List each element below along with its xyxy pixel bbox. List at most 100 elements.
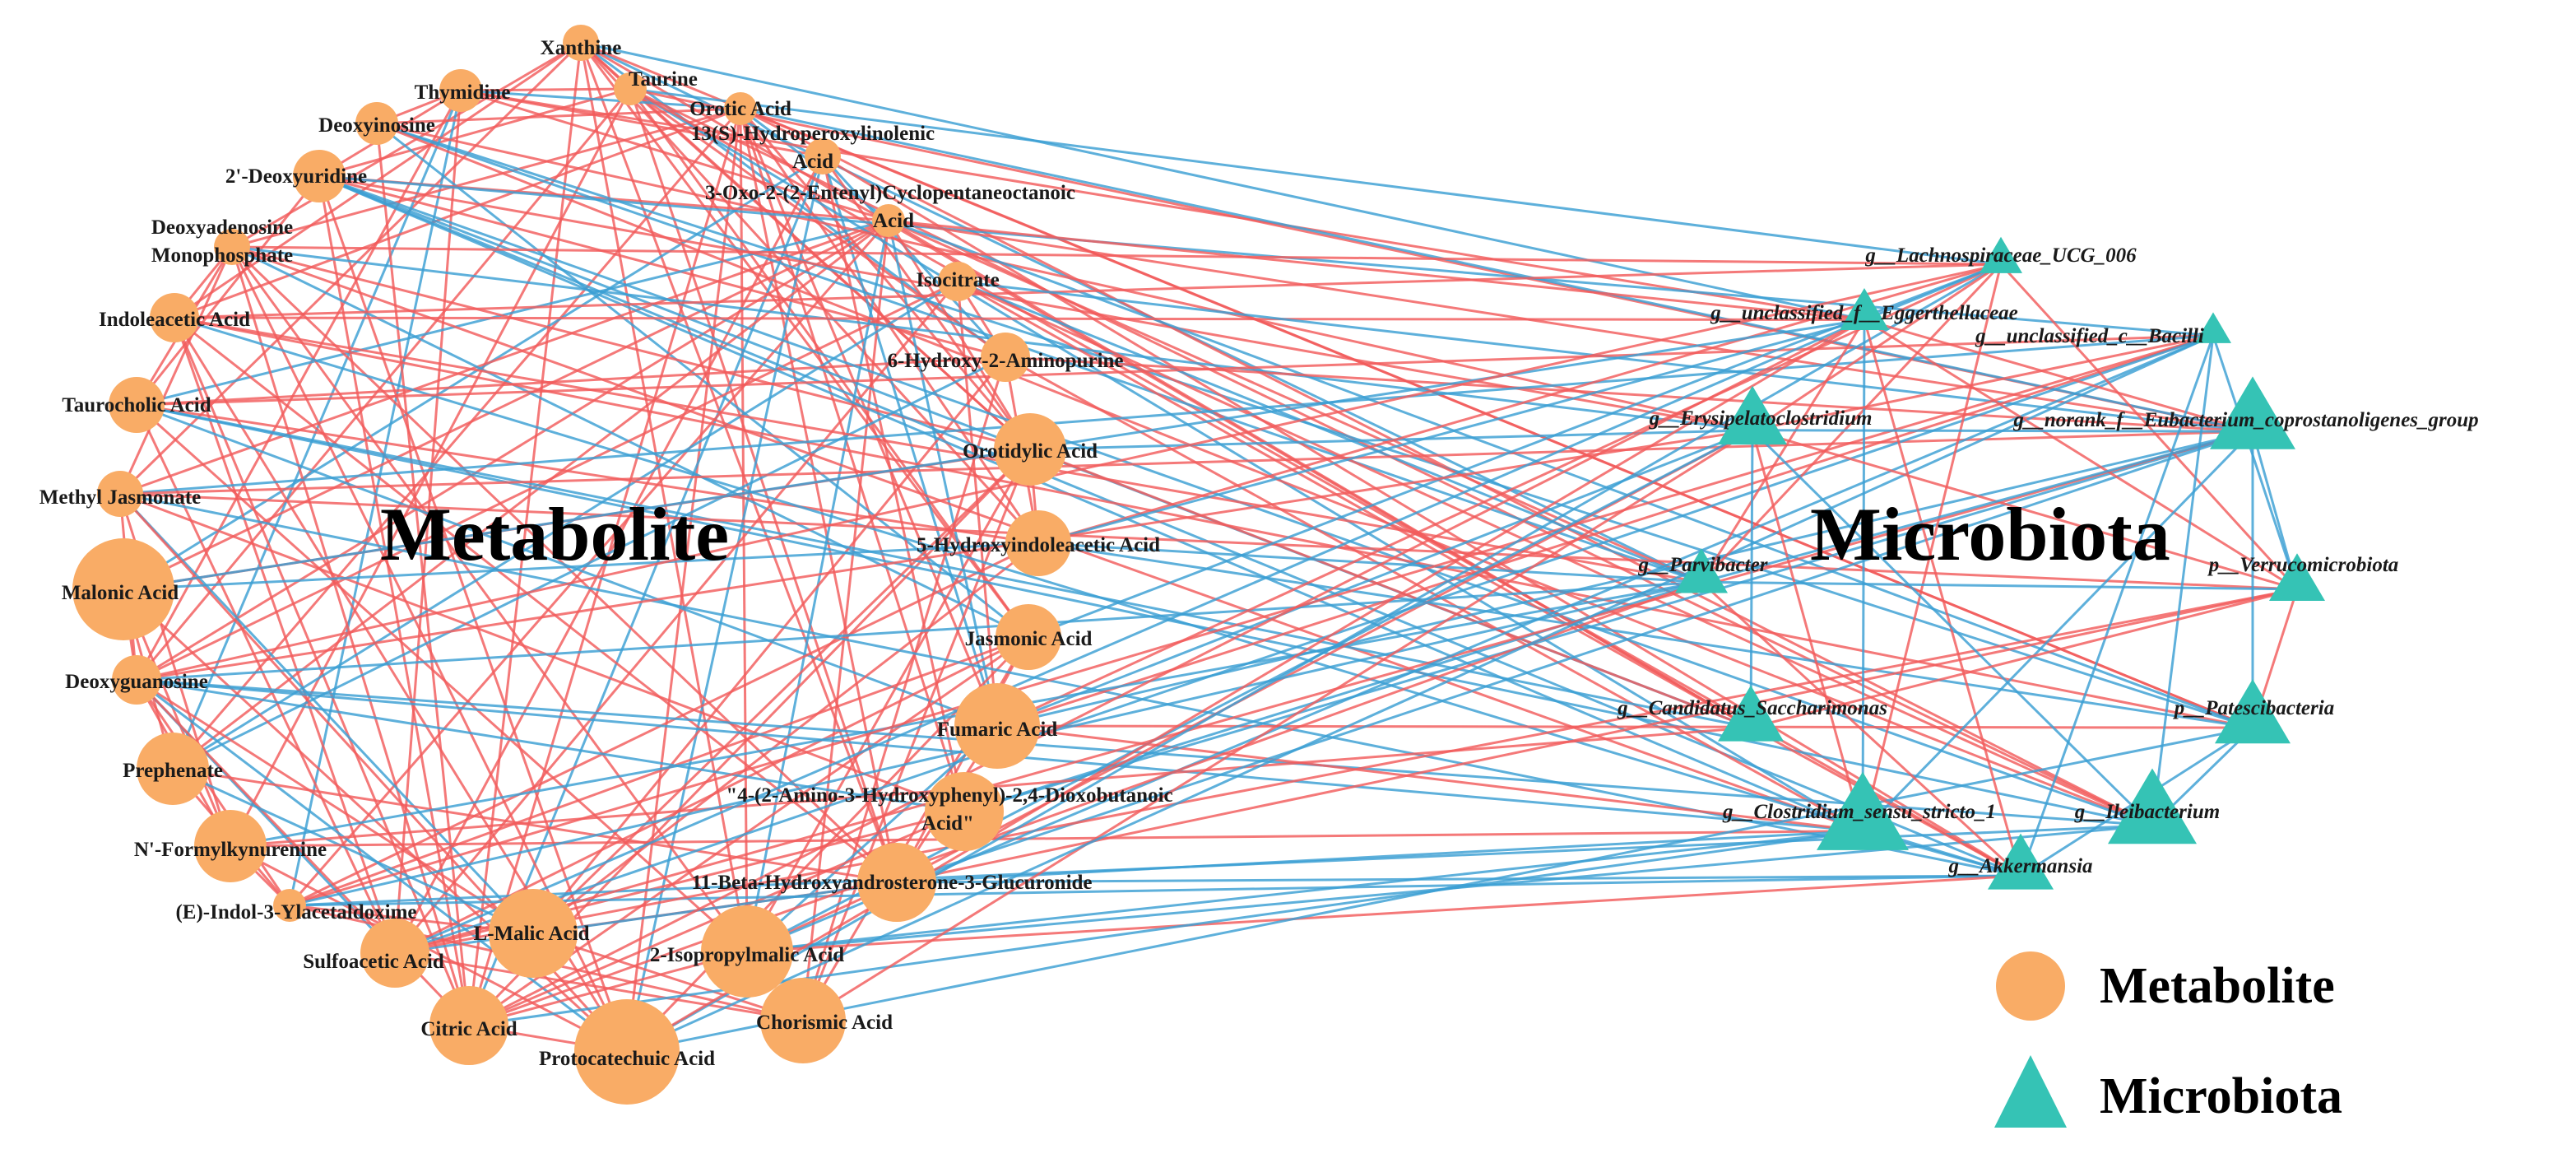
edge-metabolite-metabolite bbox=[289, 635, 1029, 907]
metabolite-node bbox=[273, 889, 306, 922]
microbiota-label: g__Akkermansia bbox=[1947, 855, 2092, 877]
edge-metabolite-metabolite bbox=[460, 87, 631, 92]
edge-metabolite-microbiota bbox=[1037, 319, 1865, 545]
metabolite-node bbox=[1005, 510, 1071, 576]
edge-microbiota-microbiota bbox=[1700, 319, 1866, 583]
edge-metabolite-microbiota bbox=[119, 492, 2298, 591]
edge-metabolite-metabolite bbox=[118, 246, 234, 495]
edge-metabolite-microbiota bbox=[468, 319, 1865, 1027]
metabolite-label: Thymidine bbox=[415, 81, 511, 104]
edge-metabolite-microbiota bbox=[136, 429, 1753, 682]
edge-microbiota-microbiota bbox=[1750, 726, 2021, 877]
edge-microbiota-microbiota bbox=[1861, 319, 1866, 831]
edge-metabolite-metabolite bbox=[745, 449, 1032, 952]
edge-metabolite-microbiota bbox=[174, 316, 1702, 584]
edge-microbiota-microbiota bbox=[1700, 581, 2022, 877]
edge-microbiota-microbiota bbox=[1864, 319, 2298, 591]
edge-microbiota-microbiota bbox=[2151, 335, 2215, 826]
metabolite-node bbox=[614, 72, 647, 105]
edge-metabolite-metabolite bbox=[739, 108, 966, 812]
edge-metabolite-metabolite bbox=[173, 317, 471, 1026]
metabolite-label: Prephenate bbox=[123, 760, 223, 782]
edge-metabolite-metabolite bbox=[460, 89, 741, 110]
edge-metabolite-microbiota bbox=[626, 263, 2002, 1054]
legend: Metabolite Microbiota bbox=[1994, 951, 2342, 1128]
metabolite-node bbox=[293, 150, 346, 202]
metabolite-node bbox=[429, 986, 508, 1065]
metabolite-label: Taurine bbox=[629, 68, 698, 91]
edge-metabolite-metabolite bbox=[394, 635, 1029, 955]
metabolite-label: Malonic Acid bbox=[62, 582, 179, 604]
edge-metabolite-microbiota bbox=[394, 319, 1865, 955]
edge-metabolite-microbiota bbox=[376, 122, 1753, 432]
microbiota-label: p__Patescibacteria bbox=[2173, 697, 2334, 719]
microbiota-label: g__unclassified_c__Bacilli bbox=[1975, 325, 2204, 347]
edge-metabolite-microbiota bbox=[896, 830, 1864, 884]
edge-metabolite-metabolite bbox=[468, 950, 748, 1027]
legend-metabolite-circle bbox=[1996, 951, 2065, 1021]
microbiota-node bbox=[1817, 771, 1909, 850]
metabolite-node bbox=[360, 919, 429, 988]
metabolite-node bbox=[925, 772, 1004, 851]
legend-microbiota-triangle bbox=[1994, 1055, 2067, 1128]
metabolite-node bbox=[194, 810, 267, 882]
edge-metabolite-metabolite bbox=[136, 678, 965, 813]
metabolite-node bbox=[150, 293, 199, 342]
metabolite-node bbox=[112, 655, 161, 705]
edge-microbiota-microbiota bbox=[1701, 430, 2253, 584]
edge-metabolite-metabolite bbox=[118, 492, 535, 935]
edge-metabolite-microbiota bbox=[626, 334, 2214, 1054]
metabolite-label: Orotic Acid bbox=[689, 98, 791, 120]
edge-metabolite-microbiota bbox=[888, 219, 1865, 321]
metabolite-label: Deoxyguanosine bbox=[65, 671, 208, 693]
microbiota-label: g__Ileibacterium bbox=[2074, 801, 2220, 823]
edge-metabolite-microbiota bbox=[136, 263, 2002, 682]
edge-metabolite-metabolite bbox=[136, 678, 628, 1054]
metabolite-node bbox=[72, 538, 174, 640]
legend-microbiota-label: Microbiota bbox=[2100, 1068, 2342, 1124]
microbiota-node bbox=[2215, 678, 2291, 744]
edge-metabolite-metabolite bbox=[394, 951, 804, 1022]
edge-metabolite-metabolite bbox=[136, 678, 534, 935]
edge-metabolite-metabolite bbox=[579, 42, 749, 952]
metabolite-node bbox=[996, 604, 1061, 670]
edge-metabolite-microbiota bbox=[896, 588, 2298, 884]
metabolite-label: Fumaric Acid bbox=[937, 719, 1058, 741]
microbiota-label: g__Erysipelatoclostridium bbox=[1649, 407, 1873, 430]
edge-metabolite-metabolite bbox=[580, 41, 1006, 359]
metabolite-label: Indoleacetic Acid bbox=[99, 309, 250, 331]
metabolite-group-title: Metabolite bbox=[380, 492, 729, 576]
edge-metabolite-metabolite bbox=[739, 108, 898, 883]
edge-metabolite-microbiota bbox=[996, 334, 2214, 728]
edge-metabolite-microbiota bbox=[174, 263, 2002, 319]
edge-microbiota-microbiota bbox=[1999, 263, 2299, 590]
metabolite-node bbox=[701, 905, 793, 998]
microbiota-label: g__Clostridium_sensu_stricto_1 bbox=[1722, 801, 1996, 823]
edge-microbiota-microbiota bbox=[1864, 263, 2002, 321]
metabolite-label: "4-(2-Amino-3-Hydroxyphenyl)-2,4-Dioxobu… bbox=[726, 784, 1172, 835]
metabolite-label: Isocitrate bbox=[916, 269, 999, 291]
metabolite-label: Xanthine bbox=[541, 37, 622, 59]
edge-metabolite-microbiota bbox=[394, 588, 2298, 955]
edge-microbiota-microbiota bbox=[1752, 429, 2253, 433]
edge-metabolite-metabolite bbox=[887, 220, 999, 727]
microbiota-label: g__norank_f__Eubacterium_coprostanoligen… bbox=[2012, 409, 2478, 431]
metabolite-node bbox=[857, 843, 936, 922]
metabolite-label: N'-Formylkynurenine bbox=[134, 839, 327, 861]
microbiota-label: g__Candidatus_Saccharimonas bbox=[1617, 697, 1887, 719]
metabolite-label: Deoxyinosine bbox=[318, 114, 435, 137]
edge-metabolite-microbiota bbox=[996, 724, 2253, 729]
edge-microbiota-microbiota bbox=[1751, 430, 1864, 831]
edge-metabolite-microbiota bbox=[136, 334, 2214, 407]
metabolite-label: Taurocholic Acid bbox=[62, 394, 211, 416]
edge-metabolite-microbiota bbox=[394, 334, 2214, 955]
metabolite-label: Chorismic Acid bbox=[756, 1012, 893, 1034]
microbiota-node bbox=[1980, 236, 2022, 273]
metabolite-label: Protocatechuic Acid bbox=[539, 1048, 715, 1070]
metabolite-node bbox=[97, 471, 143, 517]
edge-metabolite-microbiota bbox=[629, 87, 2002, 266]
microbiota-label: g__unclassified_f__Eggerthellaceae bbox=[1710, 302, 2018, 324]
microbiota-node bbox=[2269, 553, 2325, 602]
